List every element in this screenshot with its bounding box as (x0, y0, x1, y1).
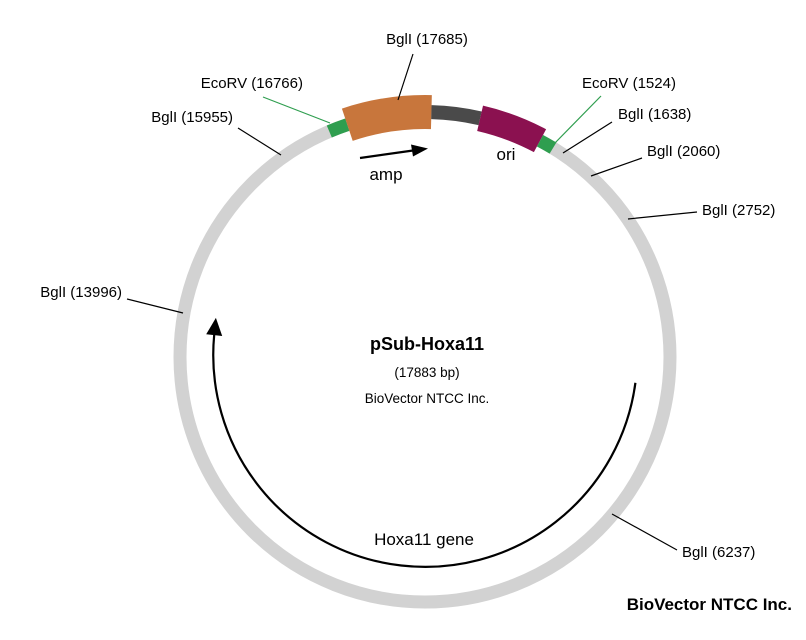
hoxa11-gene-label: Hoxa11 gene (374, 530, 474, 549)
ecorv-site-segment-16766 (326, 118, 350, 138)
site-label-bgli-15955: BglI (15955) (151, 109, 233, 126)
plasmid-size: (17883 bp) (394, 365, 459, 380)
ori-segment (476, 105, 547, 153)
amp-label: amp (369, 165, 402, 184)
site-label-bgli-13996: BglI (13996) (40, 284, 122, 301)
leader-line-bgli-1638 (562, 121, 613, 154)
plasmid-backbone-ring (173, 105, 677, 609)
leader-line-ecorv-16766 (262, 96, 331, 124)
site-label-bgli-1638: BglI (1638) (618, 106, 691, 123)
amp-gene-segment (341, 95, 432, 141)
ori-label: ori (497, 145, 516, 164)
leader-line-bgli-6237 (611, 513, 678, 551)
leader-line-bgli-17685 (397, 53, 414, 101)
site-label-ecorv-16766: EcoRV (16766) (201, 75, 303, 92)
plasmid-company: BioVector NTCC Inc. (365, 391, 490, 406)
leader-line-bgli-13996 (126, 298, 184, 314)
plasmid-title: pSub-Hoxa11 (370, 334, 484, 354)
site-label-bgli-6237: BglI (6237) (682, 544, 755, 561)
leader-line-ecorv-1524 (552, 95, 602, 146)
amp-direction-arrowhead-icon (411, 144, 428, 157)
ecorv-site-segment-1524 (536, 134, 557, 154)
site-label-ecorv-1524: EcoRV (1524) (582, 75, 676, 92)
hoxa11-gene-arrowhead-icon (206, 317, 223, 336)
leader-line-bgli-2752 (627, 211, 698, 220)
amp-direction-arrow-shaft (359, 149, 414, 160)
site-label-bgli-17685: BglI (17685) (386, 31, 468, 48)
linker-segment (431, 105, 482, 126)
site-label-bgli-2060: BglI (2060) (647, 143, 720, 160)
hoxa11-gene-arc (212, 334, 637, 568)
leader-line-bgli-15955 (237, 127, 282, 156)
site-label-bgli-2752: BglI (2752) (702, 202, 775, 219)
footer-brand: BioVector NTCC Inc. (627, 595, 792, 614)
leader-line-bgli-2060 (590, 157, 643, 177)
